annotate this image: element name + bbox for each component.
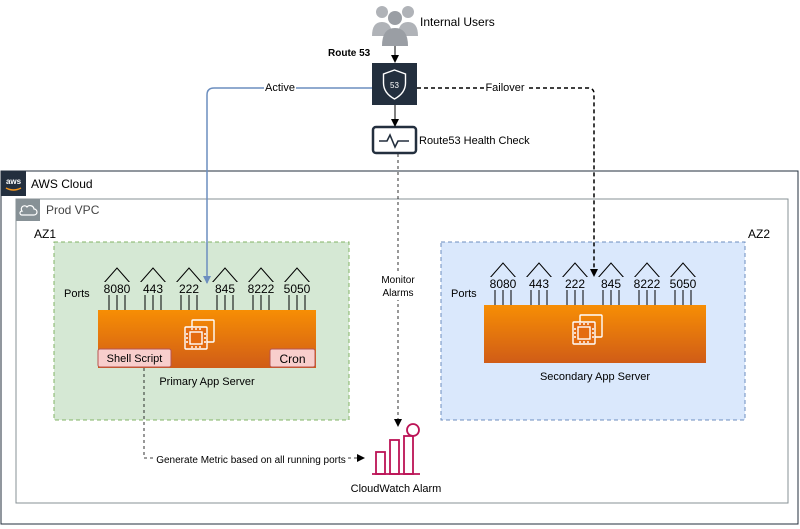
port-8080[interactable]: 8080: [488, 262, 518, 305]
route53-label: Route 53: [328, 48, 371, 59]
route53-shield-icon: 53: [382, 69, 407, 100]
port-8222[interactable]: 8222: [632, 262, 662, 305]
port-antenna-icon: [102, 267, 132, 285]
az1-label: AZ1: [34, 227, 56, 241]
route53-health-check[interactable]: Route53 Health Check: [371, 125, 530, 155]
port-number-label: 8222: [248, 282, 275, 296]
port-label-background: [102, 282, 132, 295]
aws-cloud-label: AWS Cloud: [31, 177, 93, 191]
az2-ports-label: Ports: [451, 288, 477, 300]
port-number-label: 8080: [490, 277, 517, 291]
users-icon: [372, 6, 418, 46]
monitor-label-line1: Monitor: [381, 275, 415, 286]
port-antenna-icon: [668, 262, 698, 280]
health-check-pulse-icon: [379, 133, 409, 149]
port-label-background: [488, 277, 518, 290]
port-845[interactable]: 845: [596, 262, 626, 305]
port-label-background: [668, 277, 698, 290]
port-222[interactable]: 222: [174, 267, 204, 310]
internal-users-label: Internal Users: [420, 15, 495, 29]
shell-script-label: Shell Script: [107, 353, 163, 365]
az1-ports-label: Ports: [64, 288, 90, 300]
port-antenna-icon: [596, 262, 626, 280]
port-5050[interactable]: 5050: [668, 262, 698, 305]
cloudwatch-alarm[interactable]: CloudWatch Alarm: [351, 423, 442, 495]
vpc-group: Prod VPC: [15, 198, 789, 504]
port-443[interactable]: 443: [138, 267, 168, 310]
port-antenna-icon: [632, 262, 662, 280]
port-antenna-icon: [210, 267, 240, 285]
port-443[interactable]: 443: [524, 262, 554, 305]
port-number-label: 845: [215, 282, 235, 296]
az2-ports: 8080 443 222 845 8222 5050: [488, 262, 698, 305]
port-number-label: 845: [601, 277, 621, 291]
port-antenna-icon: [246, 267, 276, 285]
port-antenna-icon: [174, 267, 204, 285]
az2-label: AZ2: [748, 227, 770, 241]
ec2-instance-icon: [572, 314, 603, 345]
port-label-background: [138, 282, 168, 295]
svg-text:53: 53: [390, 81, 399, 90]
port-antenna-icon: [524, 262, 554, 280]
port-antenna-icon: [138, 267, 168, 285]
port-label-background: [174, 282, 204, 295]
port-number-label: 8222: [634, 277, 661, 291]
port-845[interactable]: 845: [210, 267, 240, 310]
port-number-label: 443: [529, 277, 549, 291]
port-label-background: [632, 277, 662, 290]
port-label-background: [246, 282, 276, 295]
vpc-label: Prod VPC: [46, 203, 100, 217]
port-antenna-icon: [488, 262, 518, 280]
port-number-label: 222: [565, 277, 585, 291]
cron-box[interactable]: Cron: [269, 348, 316, 368]
port-5050[interactable]: 5050: [282, 267, 312, 310]
route53[interactable]: 53 Route 53: [328, 48, 417, 105]
active-label: Active: [265, 82, 295, 94]
health-check-label: Route53 Health Check: [419, 135, 530, 147]
port-8222[interactable]: 8222: [246, 267, 276, 310]
port-number-label: 8080: [104, 282, 131, 296]
port-label-background: [560, 277, 590, 290]
shell-script-box[interactable]: Shell Script: [97, 348, 172, 368]
port-number-label: 443: [143, 282, 163, 296]
connector-labels: Active Failover Monitor Alarms Generate …: [156, 80, 526, 466]
ec2-instance-icon: [184, 319, 215, 350]
failover-label: Failover: [485, 82, 524, 94]
monitor-label-line2: Alarms: [382, 288, 413, 299]
port-number-label: 5050: [284, 282, 311, 296]
port-222[interactable]: 222: [560, 262, 590, 305]
metric-label: Generate Metric based on all running por…: [156, 455, 346, 466]
primary-server-label: Primary App Server: [159, 376, 255, 388]
port-number-label: 5050: [670, 277, 697, 291]
port-label-background: [210, 282, 240, 295]
port-number-label: 222: [179, 282, 199, 296]
secondary-app-server[interactable]: Secondary App Server: [484, 305, 706, 383]
cloudwatch-label: CloudWatch Alarm: [351, 483, 442, 495]
port-8080[interactable]: 8080: [102, 267, 132, 310]
cloudwatch-alarm-icon: [372, 423, 420, 475]
port-label-background: [282, 282, 312, 295]
port-label-background: [524, 277, 554, 290]
svg-text:aws: aws: [6, 177, 22, 186]
cron-label: Cron: [279, 352, 305, 366]
secondary-server-label: Secondary App Server: [540, 371, 650, 383]
az1-ports: 8080 443 222 845 8222 5050: [102, 267, 312, 310]
vpc-cloud-icon: [16, 199, 40, 221]
port-label-background: [596, 277, 626, 290]
aws-logo-icon: aws: [1, 171, 26, 196]
port-antenna-icon: [560, 262, 590, 280]
internal-users[interactable]: Internal Users: [372, 6, 495, 46]
port-antenna-icon: [282, 267, 312, 285]
